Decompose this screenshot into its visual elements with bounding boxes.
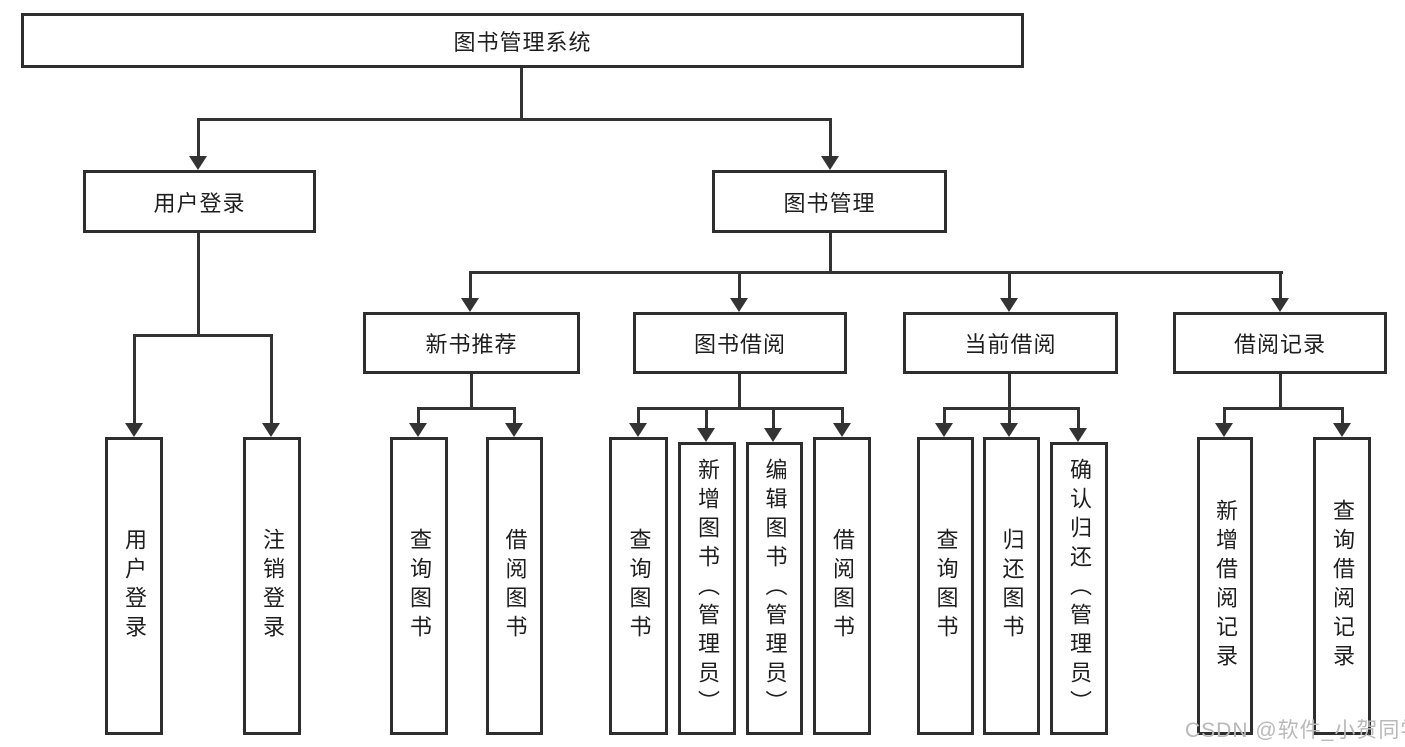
connector-line [1077,407,1080,430]
connector-line [197,118,200,160]
node-leaf-query-books-current: 查询图书 [917,437,974,735]
connector-line [1008,374,1011,410]
connector-line [520,68,523,121]
connector-line [637,407,640,425]
arrow-down-icon [1271,298,1289,312]
connector-line [1008,407,1011,425]
node-user-login-group: 用户登录 [83,170,316,233]
node-label: 确认归还（管理员） [1067,458,1092,719]
connector-line [417,407,420,425]
arrow-down-icon [821,156,839,170]
connector-line [1223,407,1226,425]
connector-line [270,334,273,425]
node-label: 图书借阅 [693,332,786,357]
connector-line [637,407,844,410]
arrow-down-icon [505,423,523,437]
node-borrow-records: 借阅记录 [1173,312,1387,374]
node-book-borrowing: 图书借阅 [633,312,847,374]
node-label: 编辑图书（管理员） [762,458,788,719]
connector-line [829,233,832,274]
arrow-down-icon [461,298,479,312]
connector-line [829,118,832,160]
node-book-management: 图书管理 [712,170,947,233]
arrow-down-icon [730,298,748,312]
node-new-book-recommend: 新书推荐 [363,312,580,374]
arrow-down-icon [629,423,647,437]
arrow-down-icon [1000,298,1018,312]
node-leaf-return-books: 归还图书 [983,437,1040,735]
connector-line [1341,407,1344,425]
node-leaf-query-books-recommend: 查询图书 [390,437,448,735]
connector-line [470,374,473,410]
arrow-down-icon [1000,423,1018,437]
node-leaf-borrow-books-recommend: 借阅图书 [486,437,543,735]
connector-line [738,271,741,300]
node-leaf-user-login: 用户登录 [105,437,163,735]
connector-line [469,271,1283,274]
node-label: 查询图书 [933,528,959,644]
connector-line [738,374,741,410]
connector-line [133,334,136,425]
watermark-text: CSDN @软件_小贺同学 [1185,719,1405,742]
node-label: 注销登录 [260,528,285,644]
arrow-down-icon [1069,428,1087,442]
connector-line [1279,271,1282,300]
arrow-down-icon [833,423,851,437]
node-label: 图书管理系统 [453,29,592,55]
node-label: 借阅记录 [1233,332,1326,357]
node-label: 查询借阅记录 [1330,499,1355,673]
node-leaf-confirm-return-admin: 确认归还（管理员） [1050,442,1108,735]
node-current-borrowing: 当前借阅 [903,312,1118,374]
arrow-down-icon [697,428,715,442]
arrow-down-icon [1333,423,1351,437]
node-library-system: 图书管理系统 [21,13,1024,68]
node-label: 用户登录 [122,528,147,644]
node-label: 归还图书 [999,528,1025,644]
node-label: 借阅图书 [830,528,855,644]
arrow-down-icon [125,423,143,437]
connector-line [133,334,273,337]
connector-line [197,233,200,337]
node-label: 新增图书（管理员） [695,458,720,719]
node-label: 新书推荐 [425,332,518,357]
arrow-down-icon [409,423,427,437]
connector-line [772,407,775,430]
arrow-down-icon [764,428,782,442]
node-label: 图书管理 [783,190,876,216]
node-leaf-borrow-books-borrowing: 借阅图书 [813,437,871,735]
node-leaf-edit-books-admin: 编辑图书（管理员） [746,442,803,735]
connector-line [1223,407,1344,410]
arrow-down-icon [1215,423,1233,437]
connector-line [943,407,1080,410]
connector-line [943,407,946,425]
node-leaf-logout: 注销登录 [243,437,301,735]
node-leaf-query-borrow-record: 查询借阅记录 [1313,437,1371,735]
node-label: 新增借阅记录 [1213,499,1238,673]
connector-line [469,271,472,300]
connector-line [1008,271,1011,300]
connector-line [197,118,832,121]
node-label: 查询图书 [626,528,652,644]
node-label: 用户登录 [153,190,246,216]
node-leaf-add-books-admin: 新增图书（管理员） [678,442,736,735]
connector-line [417,407,516,410]
node-leaf-add-borrow-record: 新增借阅记录 [1197,437,1253,735]
connector-line [513,407,516,425]
connector-line [841,407,844,425]
arrow-down-icon [935,423,953,437]
node-leaf-query-books-borrowing: 查询图书 [609,437,668,735]
connector-line [705,407,708,430]
arrow-down-icon [262,423,280,437]
connector-line [1279,374,1282,410]
node-label: 当前借阅 [964,332,1057,357]
node-label: 借阅图书 [502,528,528,644]
node-label: 查询图书 [407,528,432,644]
arrow-down-icon [189,156,207,170]
